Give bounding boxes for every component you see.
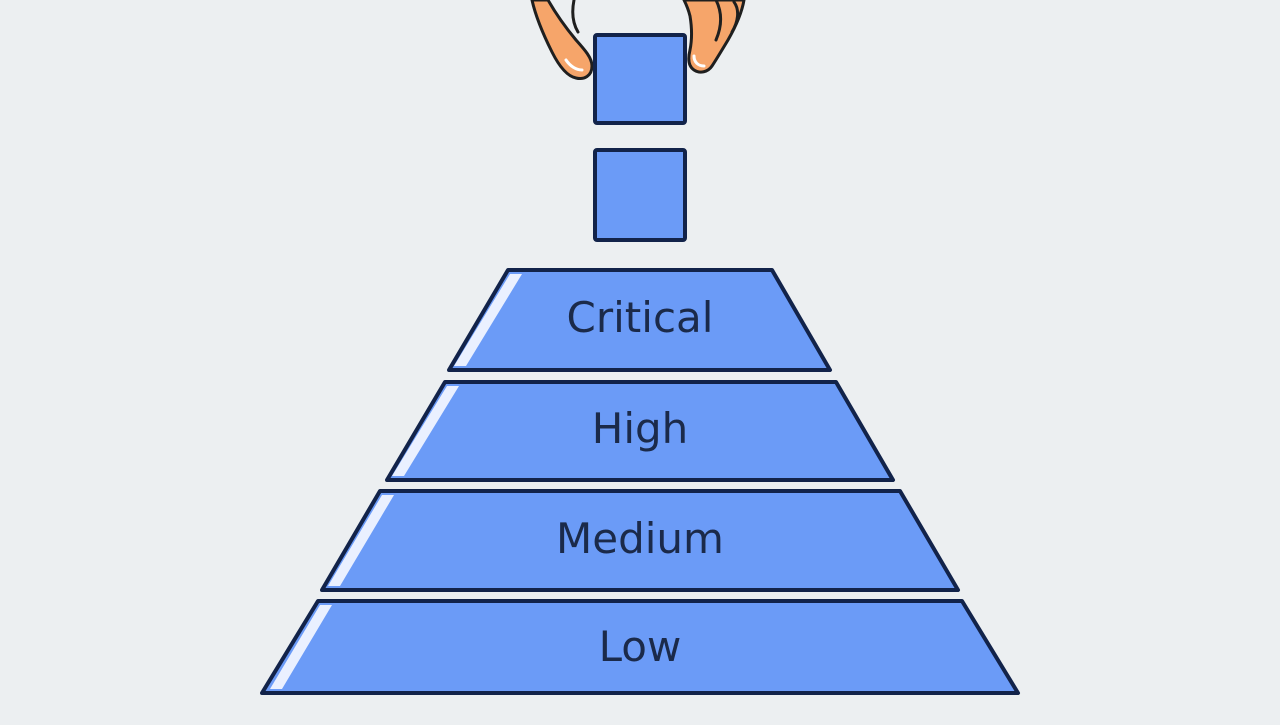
tier-low: Low bbox=[260, 599, 1020, 695]
tier-low-highlight bbox=[270, 605, 332, 689]
hand-thumb bbox=[530, 0, 594, 80]
block-falling bbox=[593, 148, 687, 242]
tier-high: High bbox=[385, 380, 895, 482]
tier-medium-highlight bbox=[328, 495, 394, 586]
hand-finger-crease-1 bbox=[714, 0, 722, 42]
tier-medium-shape bbox=[320, 489, 960, 592]
tier-low-shape bbox=[260, 599, 1020, 695]
block-held bbox=[593, 33, 687, 125]
tier-critical-highlight bbox=[454, 274, 522, 366]
tier-high-label: High bbox=[592, 404, 689, 453]
hand-nail-left bbox=[564, 58, 584, 72]
pyramid: Critical High Medium Low bbox=[260, 268, 1020, 695]
tier-medium: Medium bbox=[320, 489, 960, 592]
hand-thumb-crease bbox=[571, 0, 580, 34]
tier-low-label: Low bbox=[599, 622, 682, 671]
tier-high-shape bbox=[385, 380, 895, 482]
tier-critical-label: Critical bbox=[567, 293, 714, 342]
hand-icon bbox=[530, 0, 746, 80]
tier-high-highlight bbox=[392, 386, 459, 476]
hand-nail-right bbox=[692, 54, 706, 68]
hand-fingers bbox=[682, 0, 746, 74]
tier-medium-label: Medium bbox=[556, 514, 724, 563]
tier-critical-shape bbox=[447, 268, 832, 372]
tier-critical: Critical bbox=[447, 268, 832, 372]
hand-finger-crease-2 bbox=[730, 0, 740, 34]
